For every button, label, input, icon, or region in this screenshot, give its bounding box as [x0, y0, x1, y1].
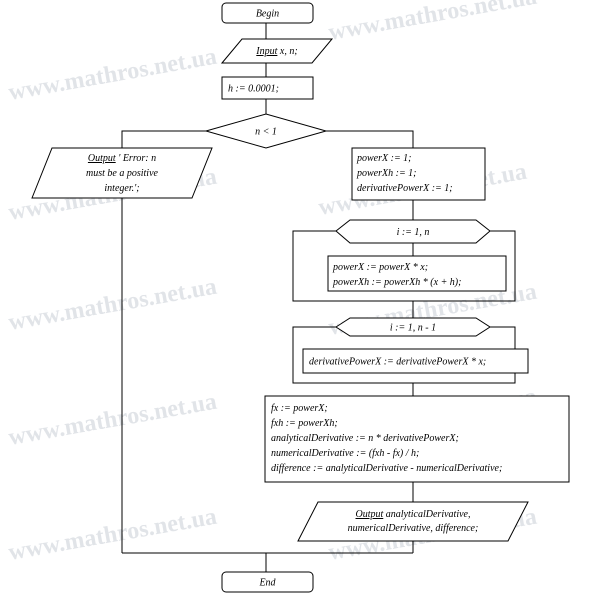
condition-diamond: [204, 113, 328, 149]
init-line-2: powerXh := 1;: [356, 168, 417, 179]
loop2-label: i := 1, n - 1: [390, 323, 436, 334]
final-output-line2: numericalDerivative, difference;: [348, 523, 479, 534]
loop1-body: powerX := powerX * x; powerXh := powerXh…: [327, 255, 507, 292]
end-shape: [221, 571, 314, 593]
loop1-body-shape: [327, 255, 507, 292]
final-output-block: Output analyticalDerivative, numericalDe…: [297, 501, 529, 542]
loop2-body: derivativePowerX := derivativePowerX * x…: [302, 348, 529, 374]
condition-block: n < 1: [204, 113, 328, 149]
calc-line-5: difference := analyticalDerivative - num…: [271, 463, 502, 474]
error-output-keyword: Output: [88, 153, 116, 164]
watermark-text: www.mathros.net.ua: [7, 44, 219, 106]
final-output-text: analyticalDerivative,: [383, 509, 470, 520]
calc-line-4: numericalDerivative := (fxh - fx) / h;: [271, 448, 419, 459]
init-shape: [351, 147, 486, 201]
assign-h-text: h := 0.0001;: [228, 84, 279, 95]
end-terminal: End: [221, 571, 314, 593]
final-output-shape: [297, 501, 529, 542]
loop2-body-text: derivativePowerX := derivativePowerX * x…: [309, 357, 486, 368]
loop2-header: i := 1, n - 1: [335, 317, 491, 337]
input-block: Input x, n;: [220, 38, 334, 64]
input-shape: [220, 38, 334, 64]
loop1-header: i := 1, n: [335, 219, 491, 244]
assign-h-block: h := 0.0001;: [221, 76, 314, 100]
error-output-block: Output ' Error: n must be a positive int…: [31, 147, 213, 199]
begin-terminal: Begin: [221, 2, 314, 24]
final-output-keyword: Output: [356, 509, 384, 520]
init-line-3: derivativePowerX := 1;: [357, 183, 453, 194]
loop1-hexagon: [335, 219, 491, 244]
error-output-shape: [31, 147, 213, 199]
init-block: powerX := 1; powerXh := 1; derivativePow…: [351, 147, 486, 201]
error-output-line2: must be a positive: [86, 168, 158, 179]
branch-yes-line: [121, 130, 206, 148]
assign-h-shape: [221, 76, 314, 100]
watermark-text: www.mathros.net.ua: [7, 389, 219, 451]
calc-block: fx := powerX; fxh := powerXh; analytical…: [264, 395, 570, 483]
loop2-body-shape: [302, 348, 529, 374]
calc-line-3: analyticalDerivative := n * derivativePo…: [271, 433, 459, 444]
init-line-1: powerX := 1;: [356, 153, 412, 164]
loop1-body-line-1: powerX := powerX * x;: [332, 262, 428, 273]
error-output-line3: integer.';: [104, 183, 139, 194]
error-output-text: ' Error: n: [116, 153, 156, 164]
input-label: Input x, n;: [255, 46, 297, 57]
input-variables: x, n;: [277, 46, 297, 57]
loop1-body-line-2: powerXh := powerXh * (x + h);: [332, 277, 461, 288]
watermark-text: www.mathros.net.ua: [327, 0, 539, 46]
final-output-line1: Output analyticalDerivative,: [356, 509, 471, 520]
calc-line-2: fxh := powerXh;: [271, 418, 338, 429]
input-keyword: Input: [255, 46, 277, 57]
begin-label: Begin: [256, 9, 279, 20]
error-output-line1: Output ' Error: n: [88, 153, 156, 164]
calc-shape: [264, 395, 570, 483]
end-label: End: [258, 578, 276, 589]
watermark-text: www.mathros.net.ua: [7, 504, 219, 566]
begin-shape: [221, 2, 314, 24]
condition-label: n < 1: [255, 127, 277, 138]
loop1-label: i := 1, n: [397, 227, 430, 238]
calc-line-1: fx := powerX;: [271, 403, 328, 414]
watermark-text: www.mathros.net.ua: [7, 274, 219, 336]
branch-no-line: [326, 130, 414, 148]
loop2-hexagon: [335, 317, 491, 337]
